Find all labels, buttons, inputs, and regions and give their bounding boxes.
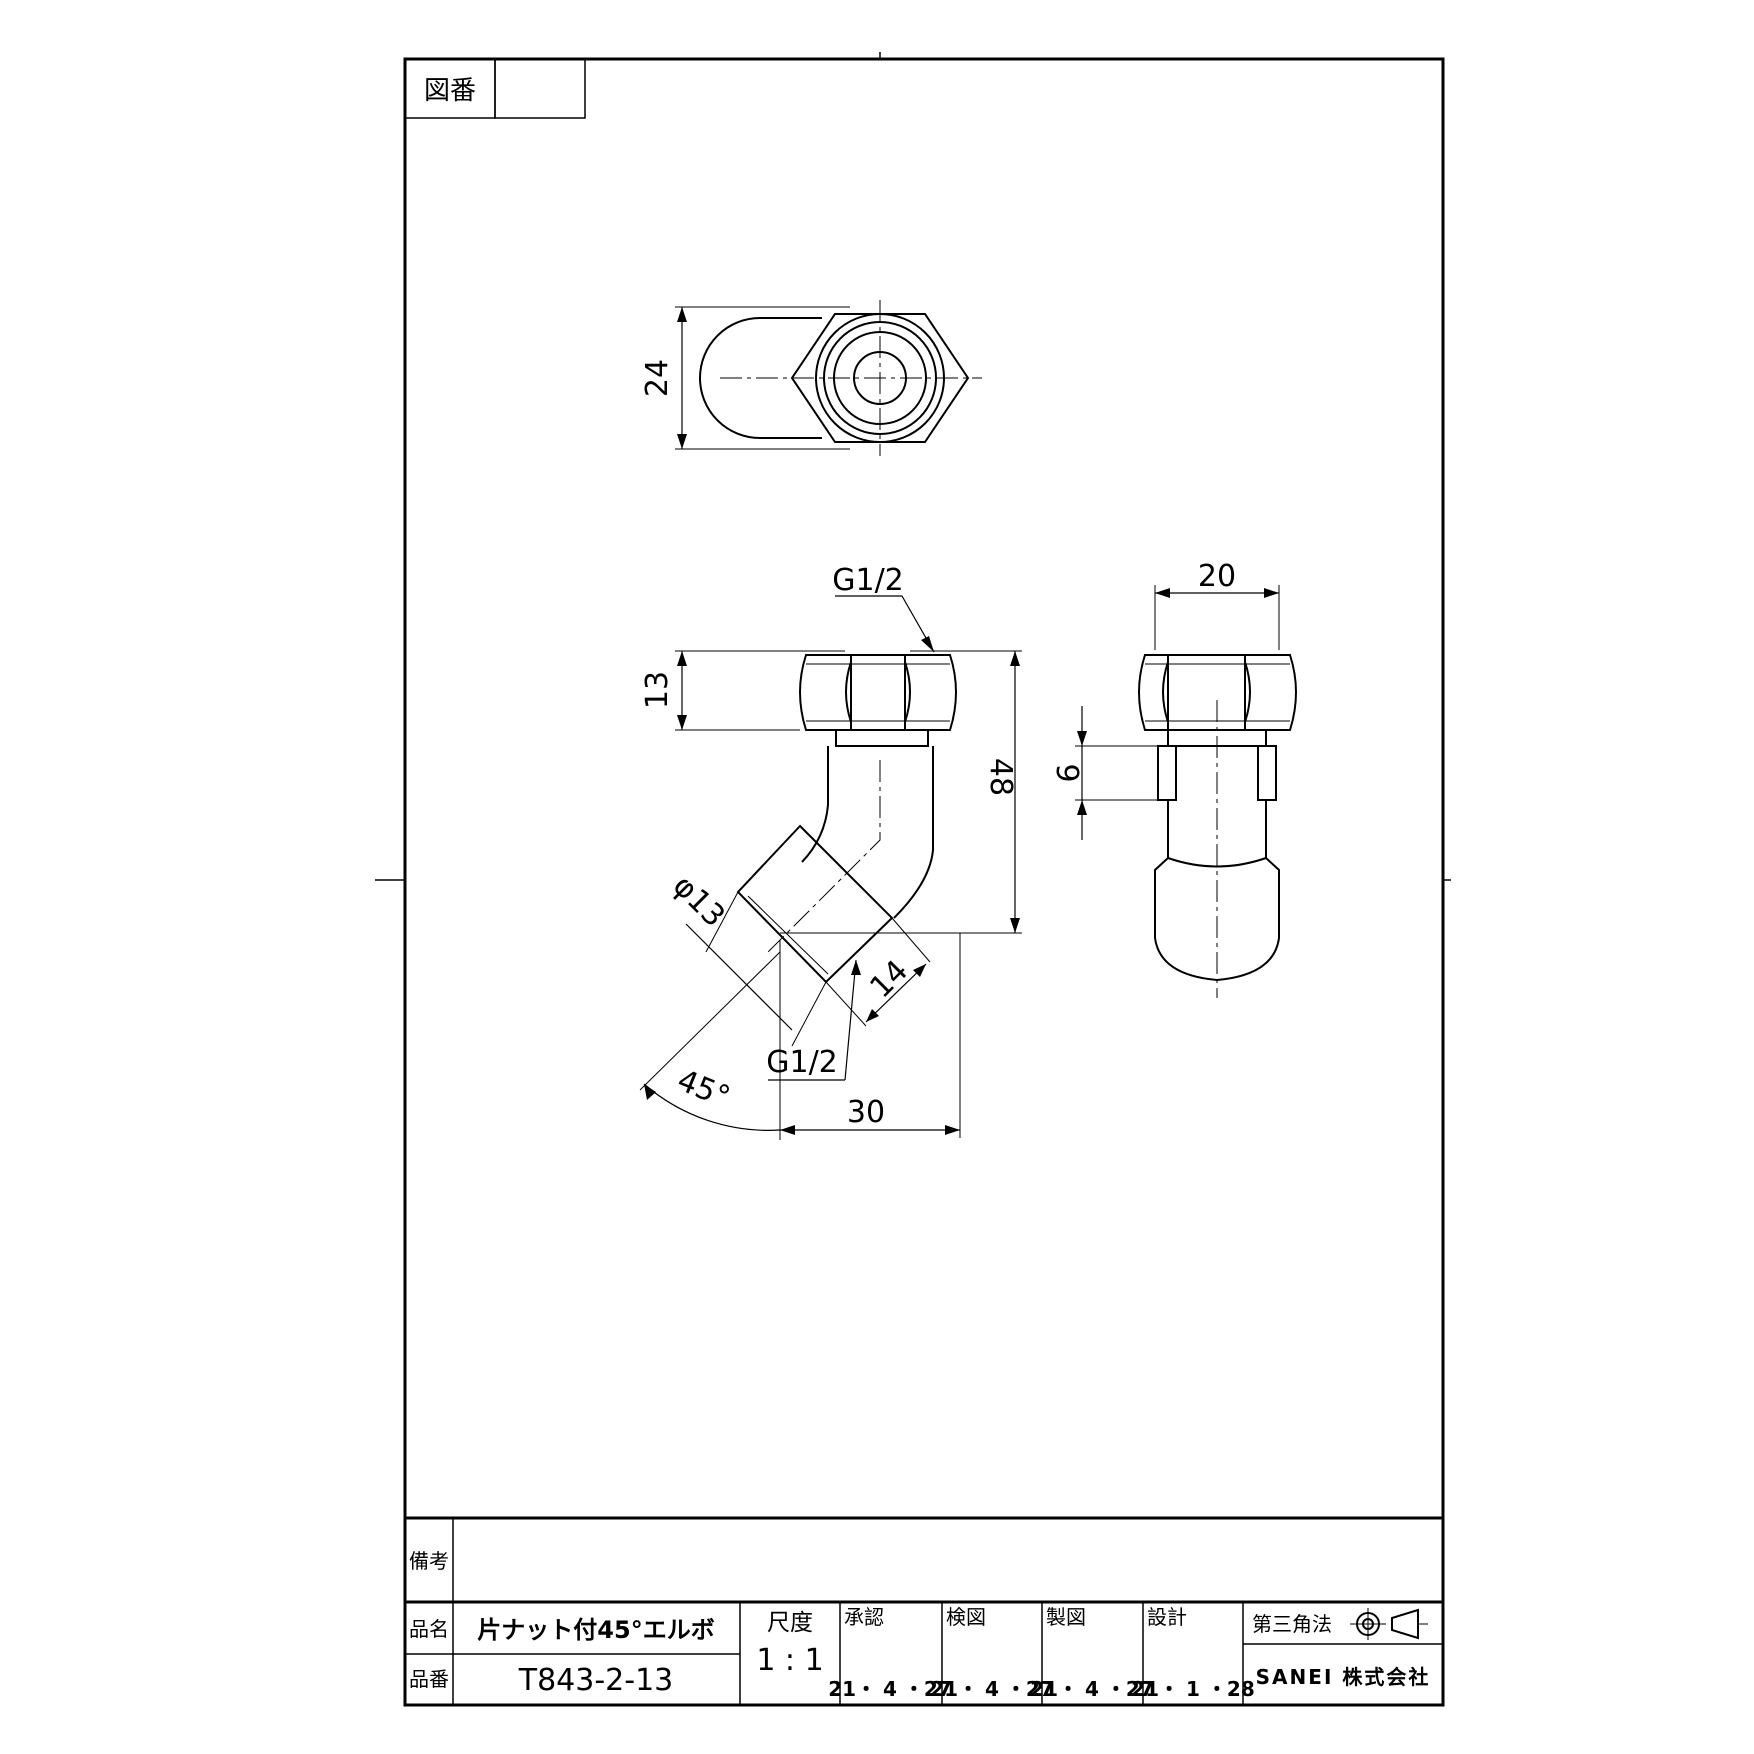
dim-thread-length: 14 <box>863 953 915 1005</box>
number-label: 品番 <box>409 1667 449 1691</box>
scale-label: 尺度 <box>767 1610 813 1636</box>
dim-overall-height: 48 <box>983 758 1018 796</box>
dim-angle: 45° <box>672 1063 734 1115</box>
front-view <box>639 595 1022 1140</box>
drawn-date: 21・ 4 ・27 <box>1030 1677 1154 1701</box>
design-label: 設計 <box>1147 1605 1187 1629</box>
company-name: SANEI 株式会社 <box>1256 1665 1431 1689</box>
sheet-frame <box>375 52 1451 1707</box>
third-angle-projection-icon <box>1350 1608 1428 1640</box>
projection-label: 第三角法 <box>1252 1612 1332 1636</box>
dim-thread-top: G1/2 <box>832 563 904 598</box>
dim-diameter: φ13 <box>666 868 732 934</box>
drawn-label: 製図 <box>1046 1605 1086 1629</box>
name-value: 片ナット付45°エルボ <box>477 1616 714 1644</box>
title-block <box>405 1516 1443 1705</box>
scale-value: 1 : 1 <box>756 1643 823 1678</box>
dim-side-width: 20 <box>1198 559 1236 594</box>
number-value: T843-2-13 <box>518 1663 674 1698</box>
checked-date: 21・ 4 ・27 <box>930 1677 1054 1701</box>
checked-label: 検図 <box>946 1605 986 1629</box>
dim-thread-bottom: G1/2 <box>766 1045 838 1080</box>
top-view <box>675 300 982 456</box>
approved-date: 21・ 4 ・27 <box>828 1677 952 1701</box>
side-view <box>1075 585 1297 998</box>
dim-nut-height: 13 <box>640 671 675 709</box>
approved-label: 承認 <box>844 1605 884 1629</box>
drawing-number-label: 図番 <box>424 76 476 106</box>
dim-side-gap: 9 <box>1049 763 1084 782</box>
drawing-number-box: 図番 <box>404 58 586 119</box>
dim-offset: 30 <box>847 1095 885 1130</box>
design-date: 21・ 1 ・28 <box>1131 1677 1255 1701</box>
name-label: 品名 <box>409 1617 449 1641</box>
remarks-label: 備考 <box>409 1549 449 1573</box>
dim-top-height: 24 <box>640 359 675 397</box>
